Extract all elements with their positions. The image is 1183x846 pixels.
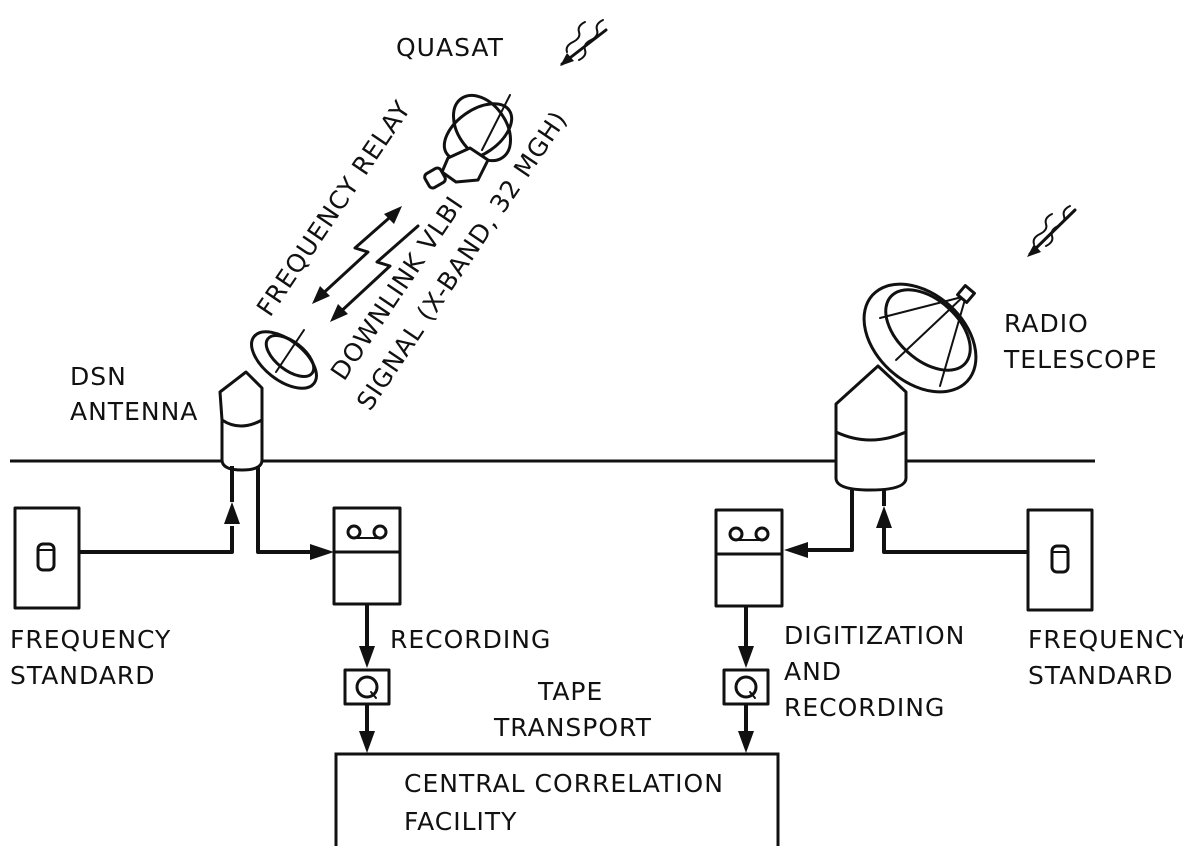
central-correlation-facility-box: [336, 754, 778, 846]
radio-telescope-icon: [836, 262, 997, 490]
tape-recorder-icon: [716, 510, 782, 606]
recording-label: RECORDING: [390, 625, 551, 654]
radio-label-line1: RADIO: [1004, 309, 1089, 338]
left-signal-wiring: [79, 466, 375, 753]
frequency-standard-right-line1: FREQUENCY: [1028, 625, 1183, 654]
central-label-line1: CENTRAL CORRELATION: [404, 769, 724, 798]
wavy-arrow-icon: [1027, 206, 1075, 257]
dsn-label-line1: DSN: [70, 362, 127, 391]
tape-reel-icon: [724, 670, 768, 704]
dsn-label-line2: ANTENNA: [70, 397, 198, 426]
tape-recorder-icon: [334, 508, 400, 604]
frequency-standard-left-line2: STANDARD: [10, 661, 156, 690]
tape-transport-label-line1: TAPE: [537, 677, 603, 706]
quasat-label: QUASAT: [396, 33, 504, 62]
frequency-standard-right-line2: STANDARD: [1028, 661, 1174, 690]
digitization-label-line2: AND: [784, 657, 842, 686]
frequency-standard-left-line1: FREQUENCY: [10, 625, 171, 654]
central-label-line2: FACILITY: [404, 807, 517, 836]
digitization-label-line3: RECORDING: [784, 693, 945, 722]
frequency-standard-left-icon: [15, 508, 79, 608]
tape-transport-label-line2: TRANSPORT: [493, 713, 652, 742]
frequency-standard-right-icon: [1028, 510, 1092, 610]
wavy-arrow-icon: [560, 20, 606, 66]
tape-reel-icon: [345, 670, 389, 704]
digitization-label-line1: DIGITIZATION: [784, 621, 965, 650]
radio-label-line2: TELESCOPE: [1003, 345, 1158, 374]
dsn-antenna-icon: [220, 321, 326, 470]
